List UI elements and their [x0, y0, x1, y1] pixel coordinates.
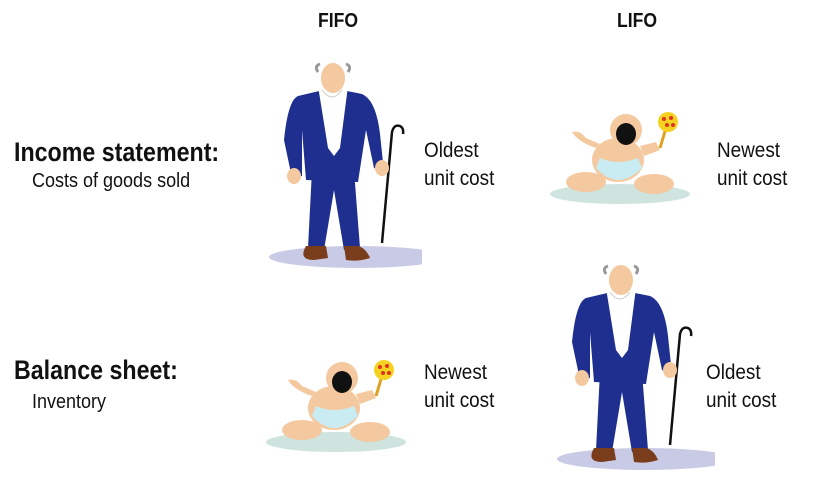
- income-fifo-line1: Oldest: [424, 139, 479, 162]
- income-fifo-cost-label: Oldest unit cost: [424, 137, 494, 193]
- balance-fifo-line1: Newest: [424, 361, 488, 384]
- balance-lifo-line1: Oldest: [706, 361, 761, 384]
- balance-sheet-title: Balance sheet:: [14, 355, 178, 385]
- balance-sheet-subtitle: Inventory: [32, 391, 107, 413]
- income-statement-subtitle: Costs of goods sold: [32, 170, 191, 192]
- income-lifo-cost-label: Newest unit cost: [717, 137, 787, 193]
- balance-fifo-cost-label: Newest unit cost: [424, 359, 494, 415]
- baby-icon: [550, 112, 700, 212]
- lifo-column-header: LIFO: [617, 10, 658, 32]
- old-man-icon: [262, 60, 422, 280]
- income-lifo-line2: unit cost: [717, 167, 788, 190]
- old-man-icon: [545, 262, 715, 482]
- income-fifo-line2: unit cost: [424, 167, 495, 190]
- fifo-column-header: FIFO: [318, 10, 359, 32]
- baby-icon: [266, 360, 416, 460]
- income-statement-title: Income statement:: [14, 137, 220, 167]
- balance-lifo-line2: unit cost: [706, 389, 777, 412]
- balance-fifo-line2: unit cost: [424, 389, 495, 412]
- income-lifo-line1: Newest: [717, 139, 781, 162]
- balance-lifo-cost-label: Oldest unit cost: [706, 359, 776, 415]
